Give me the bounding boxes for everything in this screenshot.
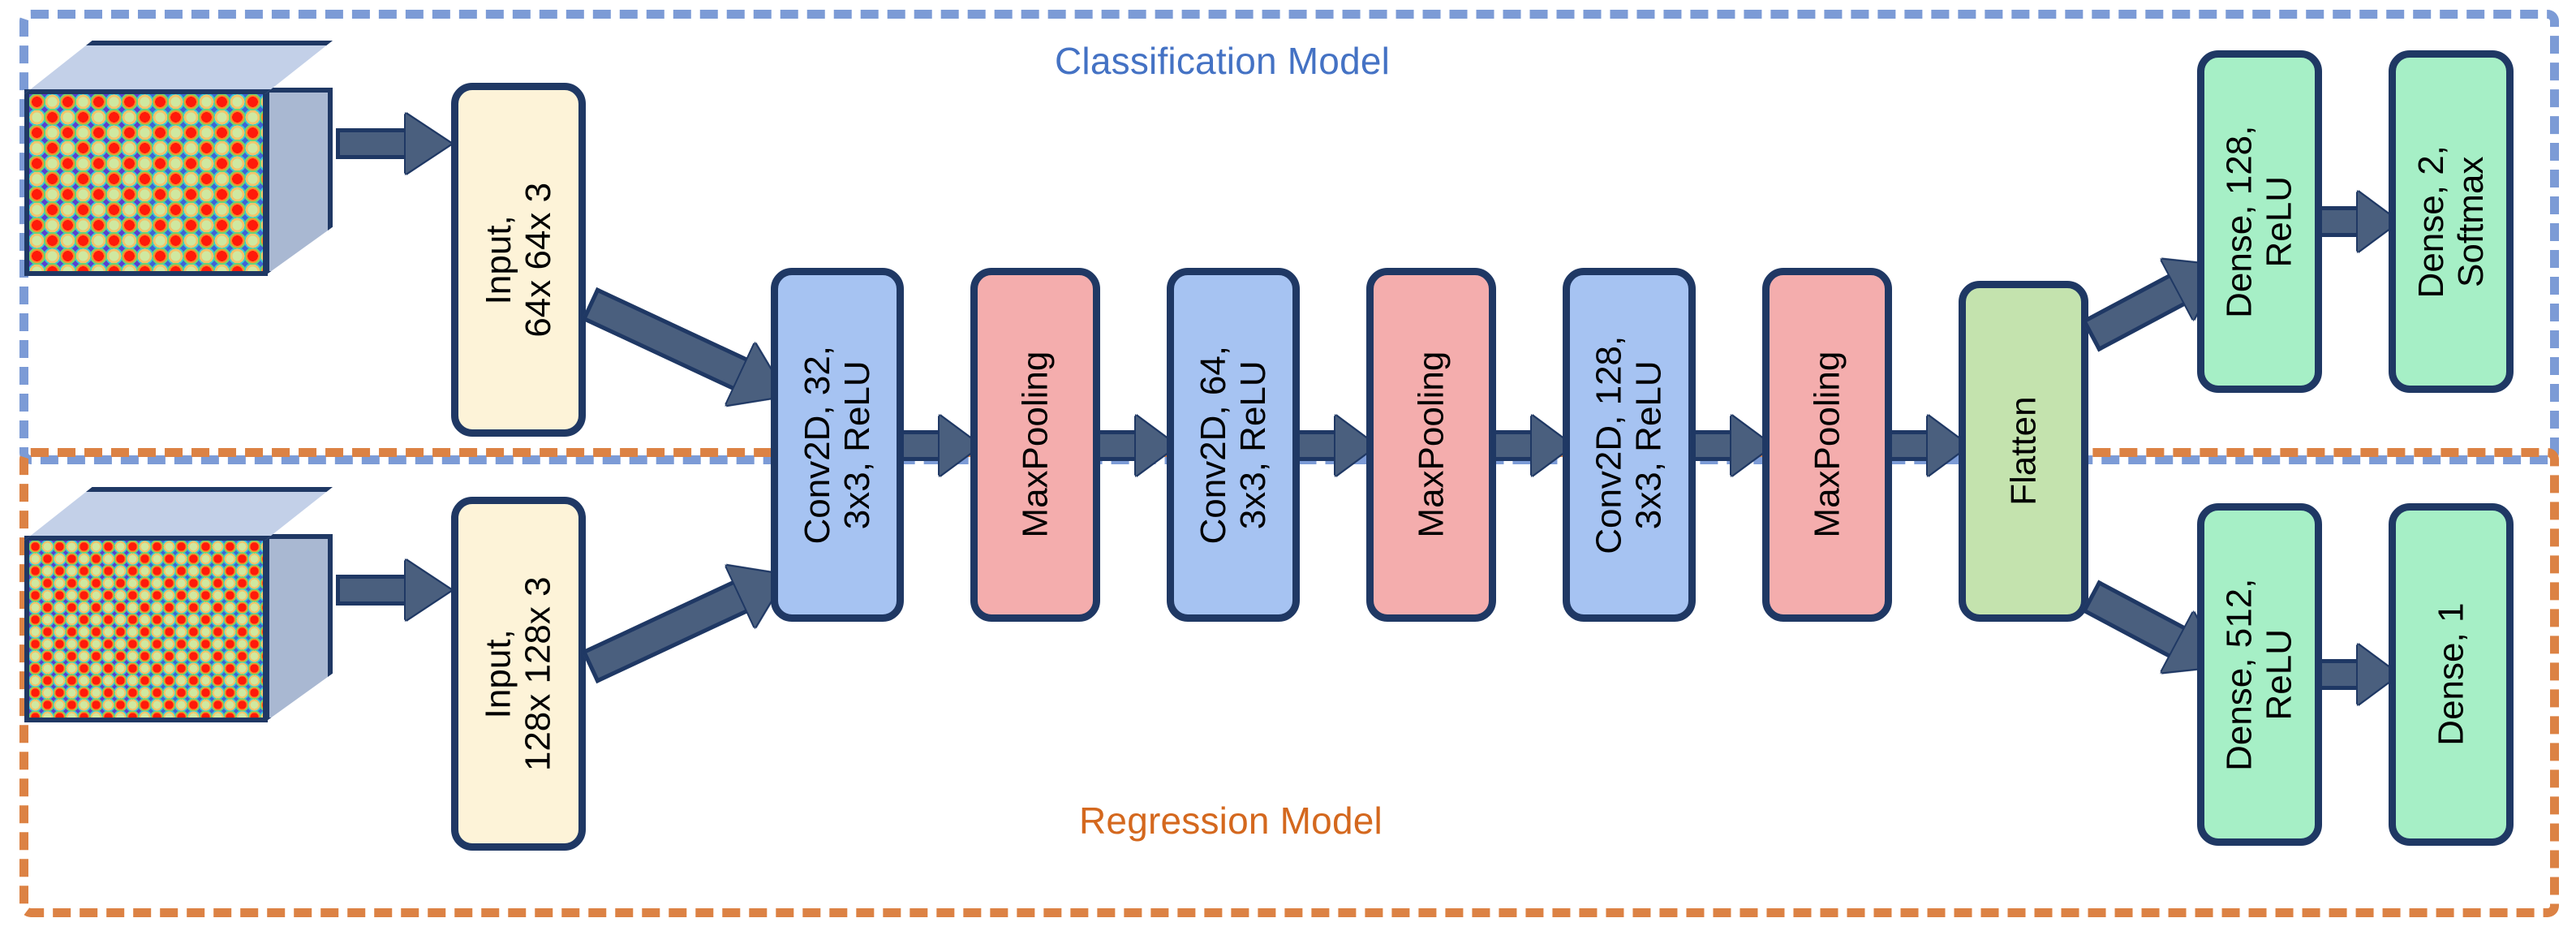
arrow-shaft — [904, 430, 946, 461]
arrow-pool3-to-flatten — [1892, 416, 1968, 476]
layer-dense-1-label: Dense, 1 — [2431, 602, 2471, 747]
arrow-shaft — [1300, 430, 1342, 461]
layer-input-128[interactable]: Input, 128x 128x 3 — [451, 497, 586, 851]
arrow-conv1-to-pool1 — [904, 416, 980, 476]
classification-model-title: Classification Model — [1055, 40, 1391, 82]
arrow-dense512-to-dense1 — [2322, 644, 2398, 705]
arrow-head — [406, 114, 451, 174]
layer-maxpooling-2-label: MaxPooling — [1411, 351, 1451, 538]
layer-maxpooling-3-label: MaxPooling — [1807, 351, 1847, 538]
layer-conv2d-64[interactable]: Conv2D, 64, 3x3, ReLU — [1167, 268, 1300, 622]
layer-conv2d-64-label: Conv2D, 64, 3x3, ReLU — [1193, 345, 1274, 545]
arrow-pool2-to-conv3 — [1496, 416, 1572, 476]
layer-maxpooling-2[interactable]: MaxPooling — [1366, 268, 1496, 622]
layer-dense-512-label: Dense, 512, ReLU — [2219, 578, 2299, 771]
layer-conv2d-32[interactable]: Conv2D, 32, 3x3, ReLU — [771, 268, 904, 622]
arrow-pool1-to-conv2 — [1100, 416, 1176, 476]
regression-model-title: Regression Model — [1079, 800, 1383, 842]
layer-dense-1[interactable]: Dense, 1 — [2389, 503, 2514, 846]
layer-dense-512[interactable]: Dense, 512, ReLU — [2197, 503, 2322, 846]
arrow-shaft — [1892, 430, 1934, 461]
layer-maxpooling-1-label: MaxPooling — [1015, 351, 1056, 538]
arrow-shaft — [2322, 206, 2364, 237]
arrow-cube-to-input-64 — [336, 114, 451, 174]
layer-flatten[interactable]: Flatten — [1959, 281, 2088, 622]
arrow-shaft — [336, 575, 412, 606]
input-image-cube-128 — [24, 487, 333, 722]
cube-front-face — [24, 89, 268, 276]
cube-side-face — [264, 534, 333, 722]
layer-dense-128-label: Dense, 128, ReLU — [2219, 125, 2299, 318]
layer-conv2d-128-label: Conv2D, 128, 3x3, ReLU — [1589, 335, 1669, 554]
cube-top-face — [24, 41, 333, 94]
arrow-shaft — [336, 128, 412, 159]
cube-side-face — [264, 88, 333, 276]
arrow-shaft — [1496, 430, 1538, 461]
layer-input-64-label: Input, 64x 64x 3 — [478, 182, 558, 338]
layer-dense-2-softmax[interactable]: Dense, 2, Softmax — [2389, 50, 2514, 393]
layer-conv2d-128[interactable]: Conv2D, 128, 3x3, ReLU — [1563, 268, 1696, 622]
cube-top-face — [24, 487, 333, 541]
arrow-shaft — [2322, 659, 2364, 690]
layer-dense-2-softmax-label: Dense, 2, Softmax — [2410, 144, 2491, 299]
arrow-conv3-to-pool3 — [1696, 416, 1772, 476]
layer-conv2d-32-label: Conv2D, 32, 3x3, ReLU — [797, 345, 878, 545]
arrow-shaft — [1100, 430, 1142, 461]
layer-input-64[interactable]: Input, 64x 64x 3 — [451, 83, 586, 437]
layer-flatten-label: Flatten — [2003, 396, 2044, 506]
cube-front-face — [24, 536, 268, 722]
layer-dense-128[interactable]: Dense, 128, ReLU — [2197, 50, 2322, 393]
arrow-dense128-to-dense2 — [2322, 192, 2398, 252]
arrow-head — [406, 560, 451, 620]
arrow-cube-to-input-128 — [336, 560, 451, 620]
arrow-conv2-to-pool2 — [1300, 416, 1376, 476]
input-image-cube-64 — [24, 41, 333, 276]
layer-maxpooling-1[interactable]: MaxPooling — [970, 268, 1100, 622]
layer-input-128-label: Input, 128x 128x 3 — [478, 576, 558, 771]
layer-maxpooling-3[interactable]: MaxPooling — [1762, 268, 1892, 622]
arrow-shaft — [1696, 430, 1738, 461]
